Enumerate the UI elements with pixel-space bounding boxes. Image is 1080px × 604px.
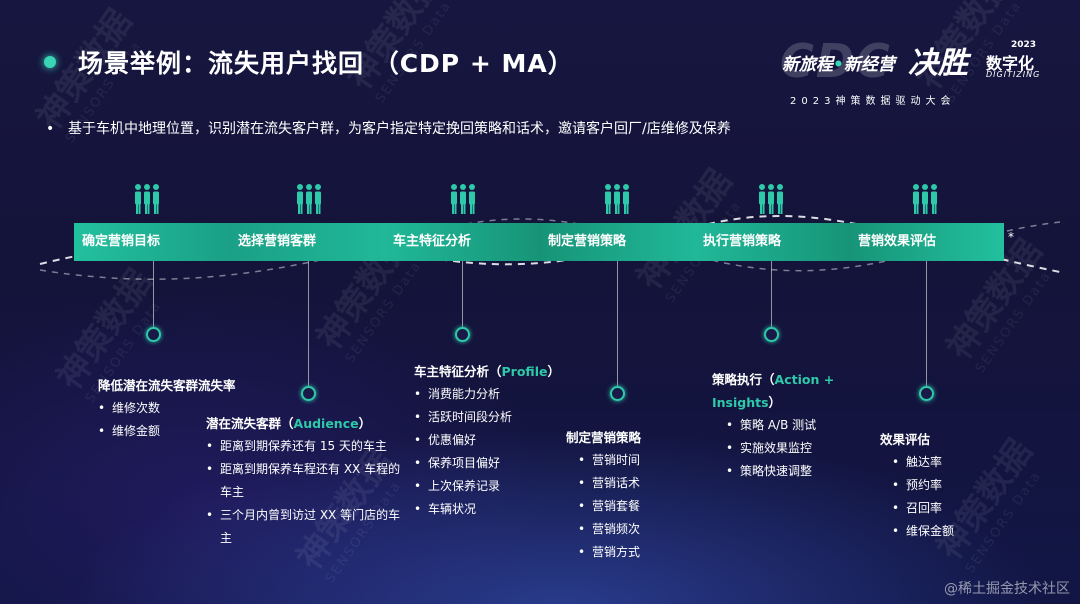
people-group-icon [759,184,783,214]
people-group-icon [451,184,475,214]
list-item: 距离到期保养还有 15 天的车主 [206,435,402,458]
corner-watermark: @稀土掘金技术社区 [944,581,1070,597]
connector-line [308,261,309,387]
detail-heading: 制定营销策略 [566,430,642,445]
logo-digitizing: DIGITIZING [986,70,1041,79]
list-item: 三个月内曾到访过 XX 等门店的车主 [206,504,402,550]
list-item: 营销方式 [578,541,706,564]
list-item: 实施效果监控 [726,437,902,460]
list-item: 策略 A/B 测试 [726,414,902,437]
timeline-node [455,327,470,342]
list-item: 维修金额 [98,420,278,443]
title-bullet [44,56,56,68]
list-item: 营销时间 [578,449,706,472]
asterisk-mark: * [1008,230,1014,244]
people-group-icon [135,184,159,214]
detail-heading: 策略执行（Action + Insights） [712,372,835,410]
step-5-execution: 执行营销策略 [695,223,850,261]
timeline-node [146,327,161,342]
connector-line [771,261,772,329]
logo-conference-name: 2023神策数据驱动大会 [790,96,956,107]
detail-evaluation: 效果评估 触达率 预约率 召回率 维保金额 [880,428,1020,543]
detail-strategy: 制定营销策略 营销时间 营销话术 营销套餐 营销频次 营销方式 [566,426,706,564]
logo-year: 2023 [1010,40,1036,50]
list-item: 预约率 [892,474,1020,497]
intro-line: •基于车机中地理位置，识别潜在流失客户群，为客户指定特定挽回策略和话术，邀请客户… [46,121,731,137]
connector-line [153,261,154,329]
list-item: 距离到期保养车程还有 XX 车程的车主 [206,458,402,504]
people-group-icon [913,184,937,214]
logo-tagline: 新旅程•新经营 [782,55,895,75]
detail-heading: 车主特征分析（Profile） [414,364,560,379]
detail-audience: 潜在流失客群（Audience） 距离到期保养还有 15 天的车主 距离到期保养… [206,412,402,550]
list-item: 优惠偏好 [414,429,584,452]
list-item: 活跃时间段分析 [414,406,584,429]
detail-heading: 潜在流失客群（Audience） [206,416,372,431]
step-4-strategy: 制定营销策略 [540,223,695,261]
conference-logo: CDC 新旅程•新经营 决胜 2023 数字化 DIGITIZING 2023神… [780,30,1050,110]
timeline-node [919,386,934,401]
list-item: 车辆状况 [414,498,584,521]
connector-line [462,261,463,329]
list-item: 营销套餐 [578,495,706,518]
step-3-profile: 车主特征分析 [385,223,540,261]
logo-shuzihua: 数字化 [986,54,1035,73]
step-2-audience: 选择营销客群 [230,223,385,261]
detail-heading: 降低潜在流失客群流失率 [98,378,236,393]
timeline-node [764,327,779,342]
timeline-node [610,386,625,401]
list-item: 消费能力分析 [414,383,584,406]
list-item: 上次保养记录 [414,475,584,498]
logo-cdc-mark: CDC [780,34,892,88]
connector-line [926,261,927,387]
people-group-icon [605,184,629,214]
list-item: 营销频次 [578,518,706,541]
list-item: 触达率 [892,451,1020,474]
list-item: 维修次数 [98,397,278,420]
logo-juesheng: 决胜 [908,46,968,81]
step-1-goal: 确定营销目标 [74,223,230,261]
list-item: 策略快速调整 [726,460,902,483]
timeline-node [301,386,316,401]
list-item: 召回率 [892,497,1020,520]
detail-profile: 车主特征分析（Profile） 消费能力分析 活跃时间段分析 优惠偏好 保养项目… [414,360,584,521]
list-item: 营销话术 [578,472,706,495]
detail-goal: 降低潜在流失客群流失率 维修次数 维修金额 [98,374,278,443]
list-item: 保养项目偏好 [414,452,584,475]
step-6-evaluation: 营销效果评估 [850,223,1004,261]
page-title: 场景举例：流失用户找回 （CDP + MA） [78,49,574,78]
list-item: 维保金额 [892,520,1020,543]
intro-text: 基于车机中地理位置，识别潜在流失客户群，为客户指定特定挽回策略和话术，邀请客户回… [68,121,731,137]
detail-execution: 策略执行（Action + Insights） 策略 A/B 测试 实施效果监控… [712,368,902,483]
detail-heading: 效果评估 [880,432,931,447]
people-group-icon [297,184,321,214]
connector-line [617,261,618,387]
